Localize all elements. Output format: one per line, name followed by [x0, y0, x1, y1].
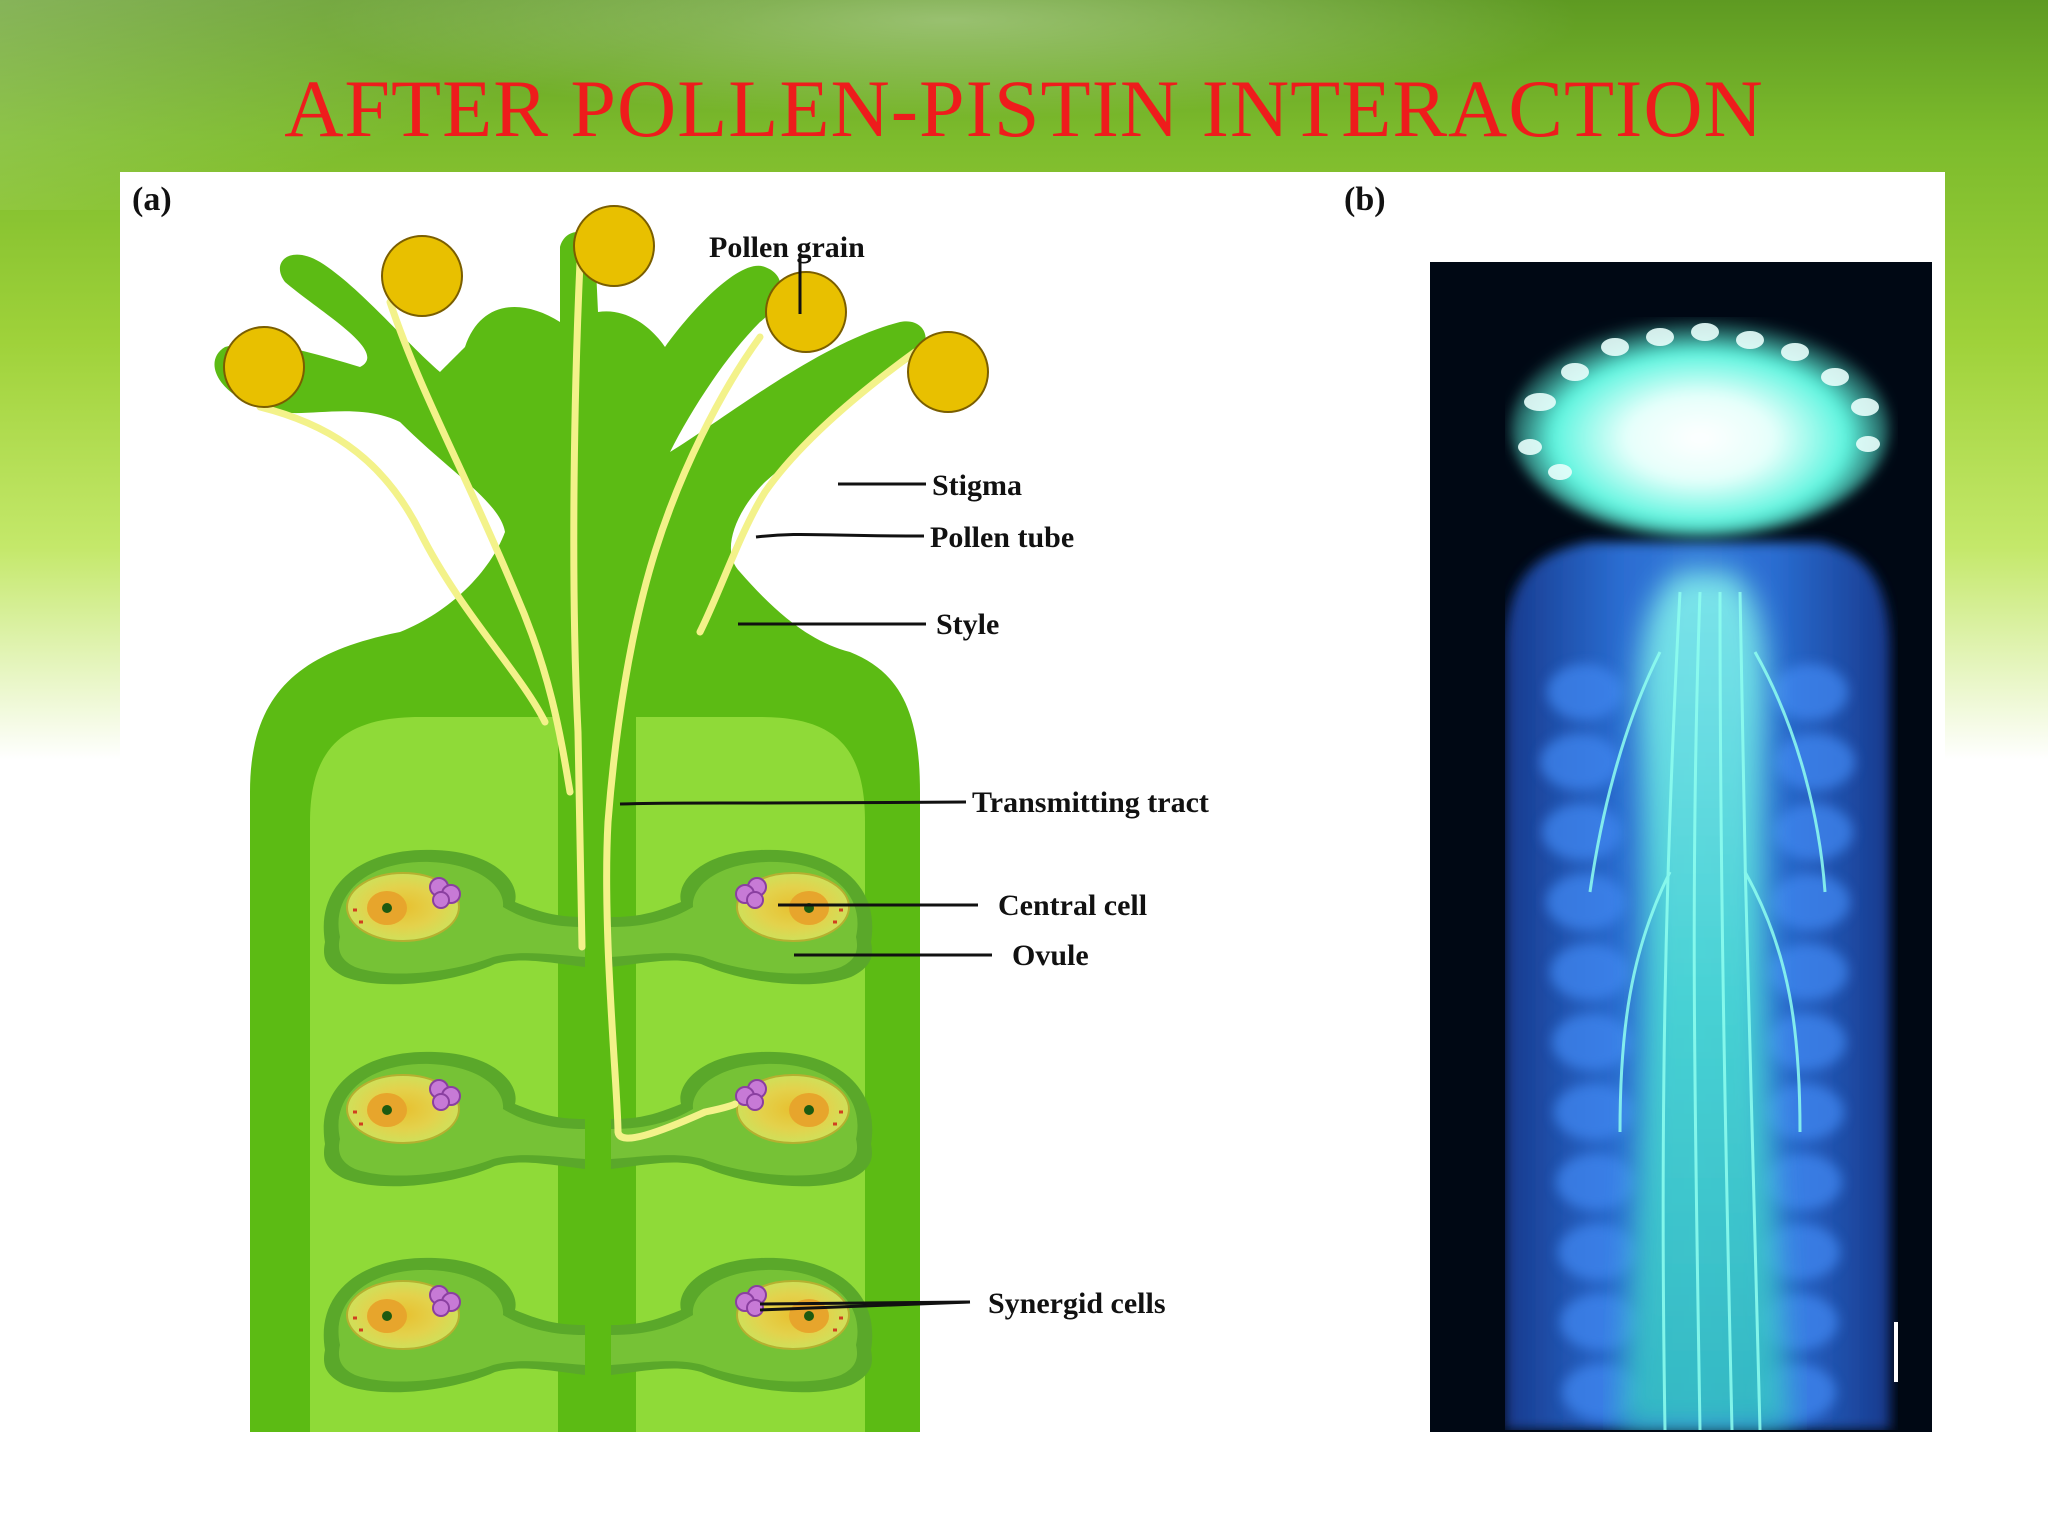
label-transmitting-tract: Transmitting tract: [972, 786, 1209, 819]
pollen-grain: [223, 326, 305, 408]
label-central-cell: Central cell: [998, 889, 1147, 922]
label-pollen-grain: Pollen grain: [709, 231, 865, 264]
pistil-body: [214, 232, 926, 1432]
leader-lines: [619, 254, 992, 1312]
pollen-grain: [573, 205, 655, 287]
figure-panel: (a): [120, 172, 1945, 1536]
slide-title: AFTER POLLEN-PISTIN INTERACTION: [284, 63, 1764, 154]
label-ovule: Ovule: [1012, 939, 1089, 972]
micrograph-ovules: [1540, 664, 1855, 1420]
panel-a-diagram: (a): [132, 181, 1209, 1432]
pollen-tubes: [256, 258, 919, 1142]
micrograph-pollen-tubes: [1590, 592, 1825, 1430]
micrograph-stigma: [1510, 317, 1890, 537]
panel-b-letter: (b): [1344, 181, 1386, 218]
pollen-grain: [381, 235, 463, 317]
micrograph-tract-glow: [1620, 572, 1790, 1430]
label-style: Style: [936, 608, 999, 641]
label-stigma: Stigma: [932, 469, 1022, 502]
pollen-grain: [907, 331, 989, 413]
diagram-labels: Pollen grain Stigma Pollen tube Style Tr…: [709, 231, 1209, 1320]
figure-svg: (a): [132, 181, 1932, 1432]
label-pollen-tube: Pollen tube: [930, 521, 1074, 554]
panel-b-micrograph: (b): [1344, 181, 1932, 1432]
label-synergid-cells: Synergid cells: [988, 1287, 1166, 1320]
panel-a-letter: (a): [132, 181, 172, 218]
pollen-grains: [223, 205, 989, 413]
micrograph-stigma-papillae: [1518, 323, 1880, 480]
pollen-grain: [765, 271, 847, 353]
